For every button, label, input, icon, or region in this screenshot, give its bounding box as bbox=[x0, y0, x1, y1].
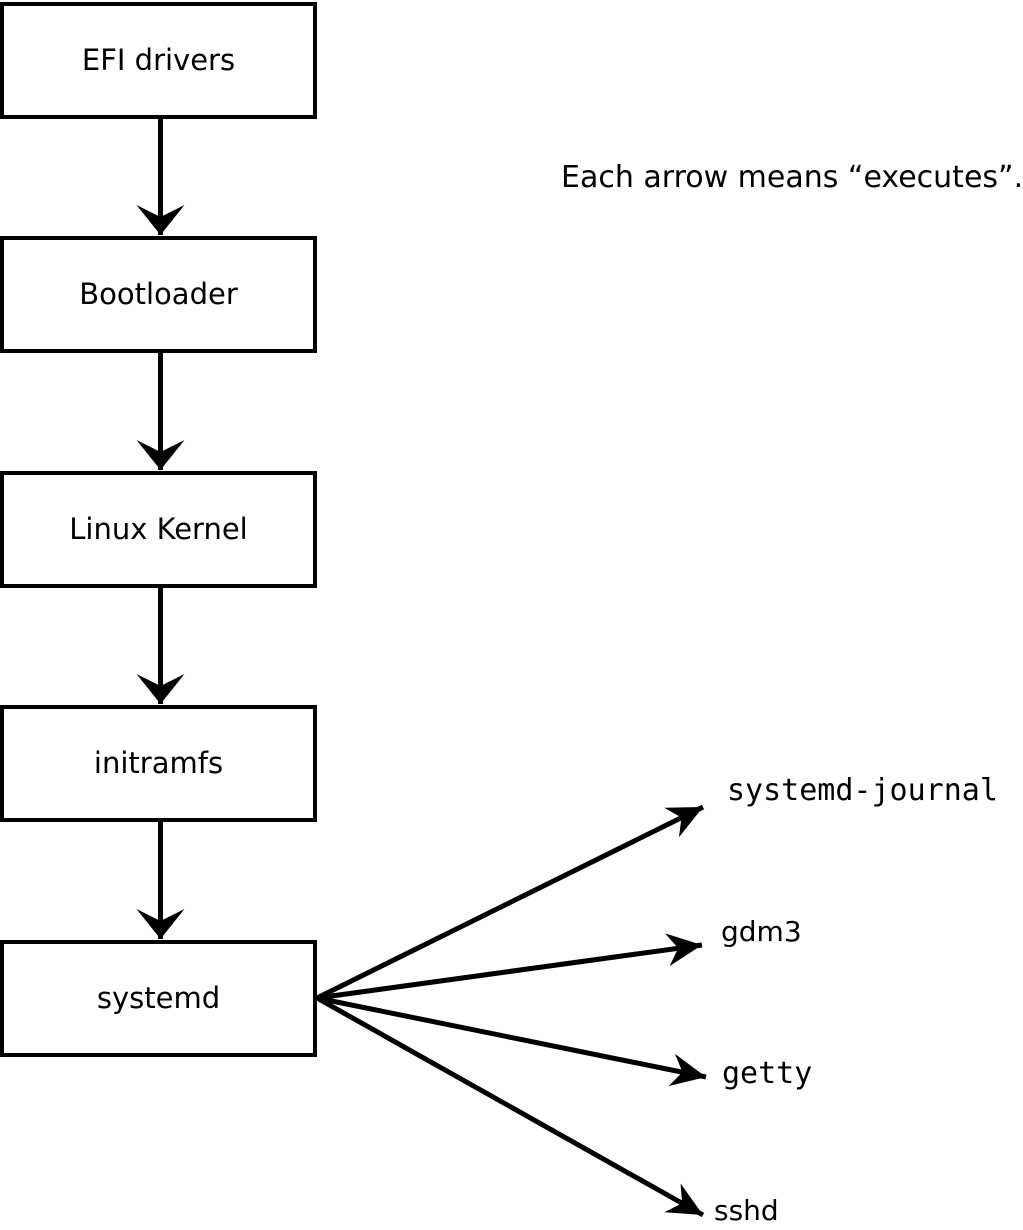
box-linux-kernel-label: Linux Kernel bbox=[69, 512, 248, 546]
box-bootloader: Bootloader bbox=[0, 236, 317, 353]
box-efi-drivers: EFI drivers bbox=[0, 2, 317, 119]
box-initramfs: initramfs bbox=[0, 705, 317, 822]
box-systemd-label: systemd bbox=[96, 981, 221, 1015]
service-label-gdm3: gdm3 bbox=[721, 915, 802, 948]
arrow-systemd-to-getty bbox=[316, 995, 707, 1087]
box-initramfs-label: initramfs bbox=[93, 746, 224, 780]
service-label-systemd-journal: systemd-journal bbox=[727, 773, 998, 808]
box-systemd: systemd bbox=[0, 940, 317, 1057]
box-linux-kernel: Linux Kernel bbox=[0, 471, 317, 588]
arrow-systemd-to-sshd bbox=[315, 995, 705, 1218]
box-efi-drivers-label: EFI drivers bbox=[81, 43, 236, 77]
service-label-sshd: sshd bbox=[714, 1194, 779, 1227]
box-bootloader-label: Bootloader bbox=[79, 277, 238, 311]
arrow-systemd-to-gdm3 bbox=[316, 933, 703, 1001]
service-label-getty: getty bbox=[722, 1056, 813, 1091]
legend-note: Each arrow means “executes”. bbox=[561, 160, 1023, 195]
arrow-systemd-to-journal bbox=[315, 804, 705, 1001]
